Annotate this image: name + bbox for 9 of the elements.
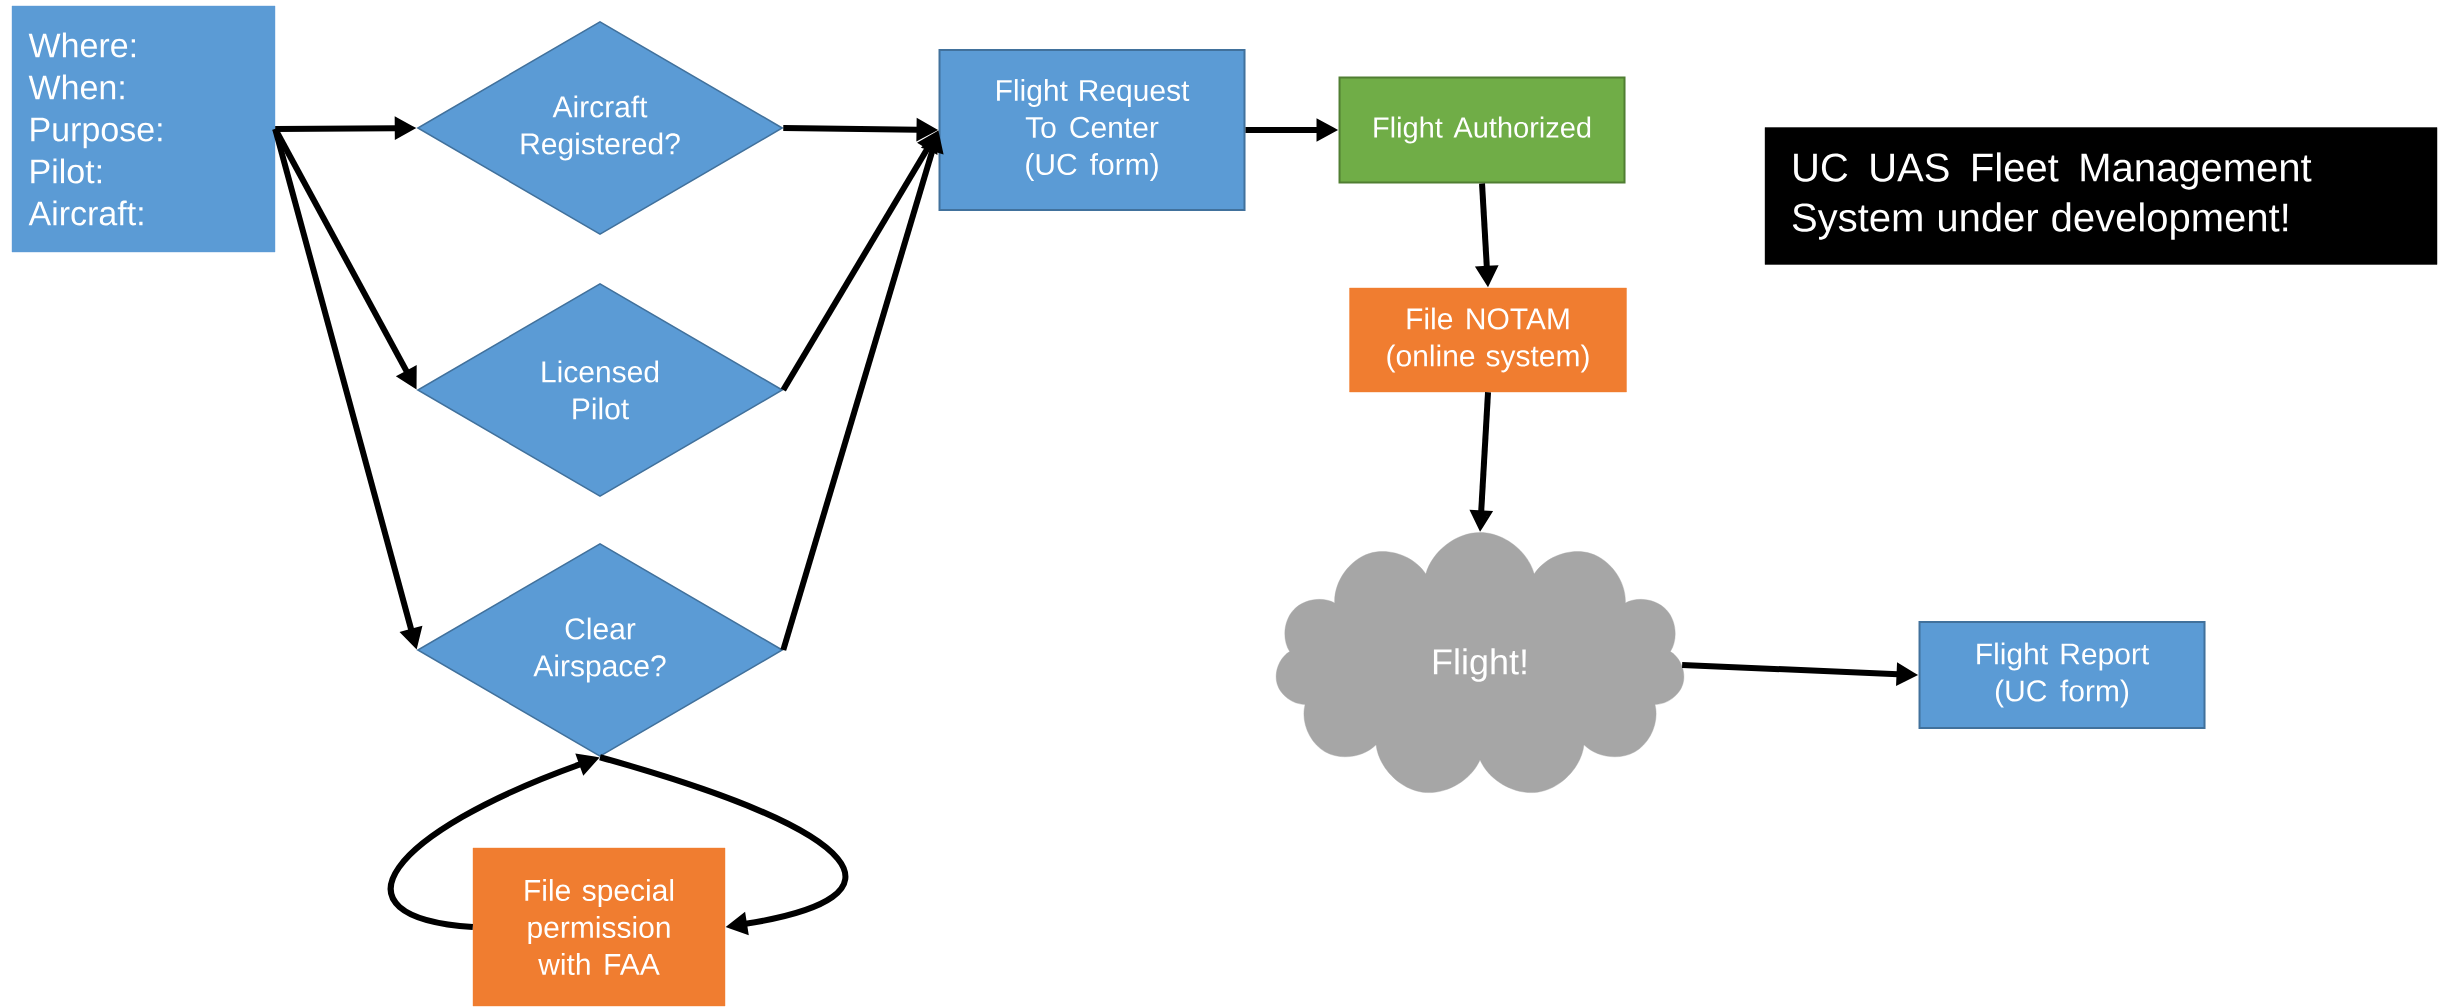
arrow	[599, 754, 848, 936]
process-box: File NOTAM (online system)	[1349, 287, 1627, 393]
process-box: Flight Request To Center (UC form)	[938, 49, 1246, 211]
process-box: File special permission with FAA	[472, 847, 726, 1007]
note-box: UC UAS Fleet Management System under development!	[1764, 127, 2438, 265]
process-box: Flight Authorized	[1338, 76, 1626, 184]
process-box: Flight Report (UC form)	[1918, 621, 2206, 729]
info-box: Where: When: Purpose: Pilot: Aircraft:	[11, 5, 276, 253]
flight-cloud: Flight!	[1275, 532, 1685, 793]
